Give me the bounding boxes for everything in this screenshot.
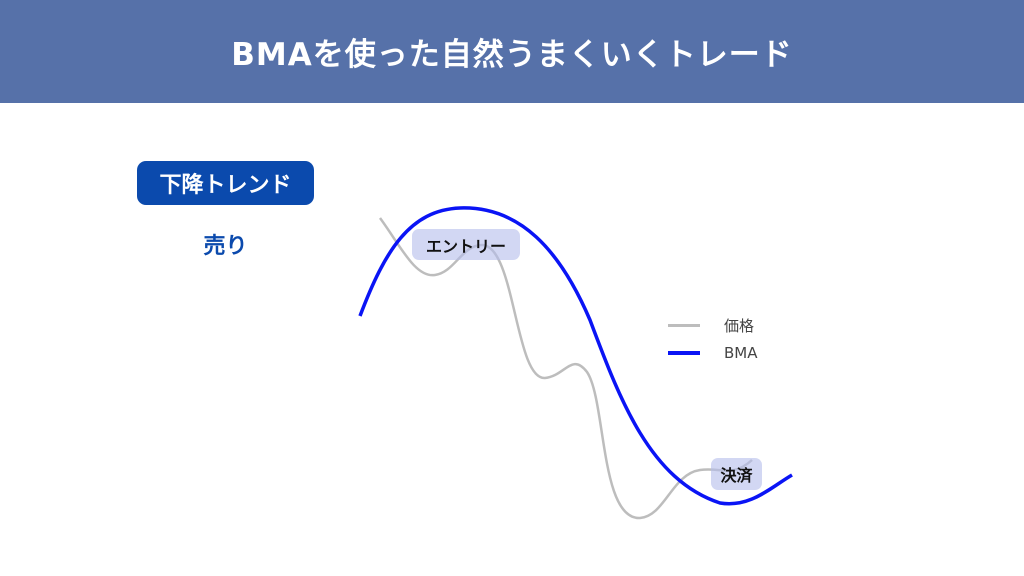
legend-label: BMA xyxy=(724,344,758,362)
price-line xyxy=(378,217,753,520)
page-title: BMAを使った自然うまくいくトレード xyxy=(231,37,793,73)
exit-annotation: 決済 xyxy=(711,458,762,490)
trend-badge: 下降トレンド xyxy=(137,161,314,205)
bma-legend-swatch xyxy=(668,351,700,355)
legend-item-price: 価格 xyxy=(668,315,754,336)
bma-line xyxy=(358,206,793,506)
entry-annotation: エントリー xyxy=(412,229,520,260)
action-label: 売り xyxy=(203,234,248,259)
header-bar: BMAを使った自然うまくいくトレード xyxy=(0,0,1024,103)
price-legend-swatch xyxy=(668,324,700,327)
legend-item-bma: BMA xyxy=(668,344,758,362)
legend-label: 価格 xyxy=(724,317,755,335)
